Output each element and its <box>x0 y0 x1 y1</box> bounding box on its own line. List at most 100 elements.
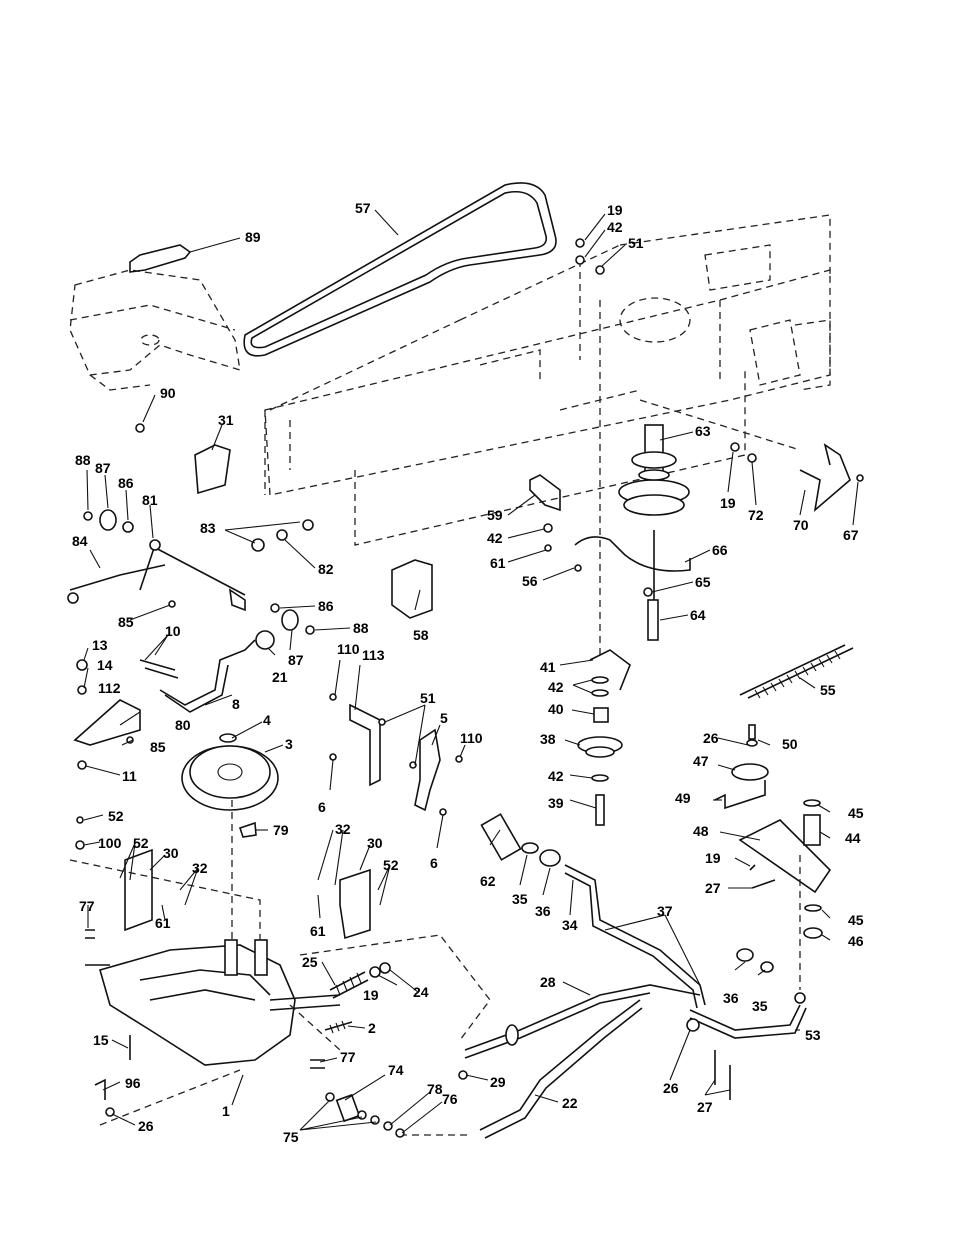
callout-49: 49 <box>675 790 691 806</box>
callout-19: 19 <box>705 850 721 866</box>
callout-2: 2 <box>368 1020 376 1036</box>
axle-hardware <box>325 1092 405 1138</box>
callout-29: 29 <box>490 1074 506 1090</box>
callout-56: 56 <box>522 573 538 589</box>
callout-32: 32 <box>192 860 208 876</box>
callout-3: 3 <box>285 736 293 752</box>
callout-63: 63 <box>695 423 711 439</box>
callout-42: 42 <box>548 768 564 784</box>
callout-88: 88 <box>353 620 369 636</box>
callout-41: 41 <box>540 659 556 675</box>
callout-82: 82 <box>318 561 334 577</box>
callout-27: 27 <box>705 880 721 896</box>
brake-clutch-shafts <box>458 813 807 1139</box>
callout-77: 77 <box>340 1049 356 1065</box>
callout-34: 34 <box>562 917 578 933</box>
callout-61: 61 <box>155 915 171 931</box>
callout-77: 77 <box>79 898 95 914</box>
callout-39: 39 <box>548 795 564 811</box>
callout-32: 32 <box>335 821 351 837</box>
idler-stack <box>577 649 631 826</box>
callout-38: 38 <box>540 731 556 747</box>
callout-30: 30 <box>163 845 179 861</box>
callout-100: 100 <box>98 835 122 851</box>
callout-61: 61 <box>310 923 326 939</box>
callout-113: 113 <box>362 647 385 663</box>
callout-31: 31 <box>218 412 234 428</box>
callout-45: 45 <box>848 805 864 821</box>
callout-35: 35 <box>752 998 768 1014</box>
callout-51: 51 <box>628 235 644 251</box>
callout-52: 52 <box>108 808 124 824</box>
callout-87: 87 <box>95 460 111 476</box>
callout-58: 58 <box>413 627 429 643</box>
callout-26: 26 <box>663 1080 679 1096</box>
callout-21: 21 <box>272 669 288 685</box>
frame-outline <box>264 214 831 546</box>
callout-35: 35 <box>512 891 528 907</box>
callout-62: 62 <box>480 873 496 889</box>
callout-6: 6 <box>318 799 326 815</box>
callout-72: 72 <box>748 507 764 523</box>
hood-section <box>69 269 241 391</box>
shift-linkage <box>67 509 315 635</box>
rod-66 <box>574 536 691 572</box>
callout-25: 25 <box>302 954 318 970</box>
callout-36: 36 <box>535 903 551 919</box>
callout-87: 87 <box>288 652 304 668</box>
callout-6: 6 <box>430 855 438 871</box>
bracket-58 <box>391 559 433 619</box>
callout-27: 27 <box>697 1099 713 1115</box>
hood-bracket <box>129 244 192 273</box>
callout-30: 30 <box>367 835 383 851</box>
callout-36: 36 <box>723 990 739 1006</box>
callout-59: 59 <box>487 507 503 523</box>
transmission-pulley <box>181 733 279 838</box>
callout-96: 96 <box>125 1075 141 1091</box>
callout-45: 45 <box>848 912 864 928</box>
callout-28: 28 <box>540 974 556 990</box>
callout-14: 14 <box>97 657 113 673</box>
callout-53: 53 <box>805 1027 821 1043</box>
callout-67: 67 <box>843 527 859 543</box>
callout-88: 88 <box>75 452 91 468</box>
callout-19: 19 <box>607 202 623 218</box>
callout-8: 8 <box>232 696 240 712</box>
callout-79: 79 <box>273 822 289 838</box>
callout-61: 61 <box>490 555 506 571</box>
callout-85: 85 <box>150 739 166 755</box>
callout-46: 46 <box>848 933 864 949</box>
callout-90: 90 <box>160 385 176 401</box>
callout-4: 4 <box>263 712 271 728</box>
callout-42: 42 <box>548 679 564 695</box>
callout-37: 37 <box>657 903 673 919</box>
callout-86: 86 <box>118 475 134 491</box>
callout-13: 13 <box>92 637 108 653</box>
callout-5: 5 <box>440 710 448 726</box>
callout-19: 19 <box>363 987 379 1003</box>
callout-15: 15 <box>93 1032 109 1048</box>
callout-48: 48 <box>693 823 709 839</box>
callout-22: 22 <box>562 1095 578 1111</box>
callout-50: 50 <box>782 736 798 752</box>
callout-70: 70 <box>793 517 809 533</box>
callout-84: 84 <box>72 533 88 549</box>
callout-86: 86 <box>318 598 334 614</box>
drive-belt <box>243 182 557 357</box>
callout-44: 44 <box>845 830 861 846</box>
callout-42: 42 <box>487 530 503 546</box>
callout-57: 57 <box>355 200 371 216</box>
callout-19: 19 <box>720 495 736 511</box>
callout-52: 52 <box>133 835 149 851</box>
idler-arm-assembly <box>714 724 832 990</box>
callout-89: 89 <box>245 229 261 245</box>
callout-51: 51 <box>420 690 436 706</box>
callout-66: 66 <box>712 542 728 558</box>
callout-74: 74 <box>388 1062 404 1078</box>
callout-40: 40 <box>548 701 564 717</box>
leader-lines <box>83 209 859 1134</box>
spring-25 <box>329 962 391 999</box>
callout-1: 1 <box>222 1103 230 1119</box>
